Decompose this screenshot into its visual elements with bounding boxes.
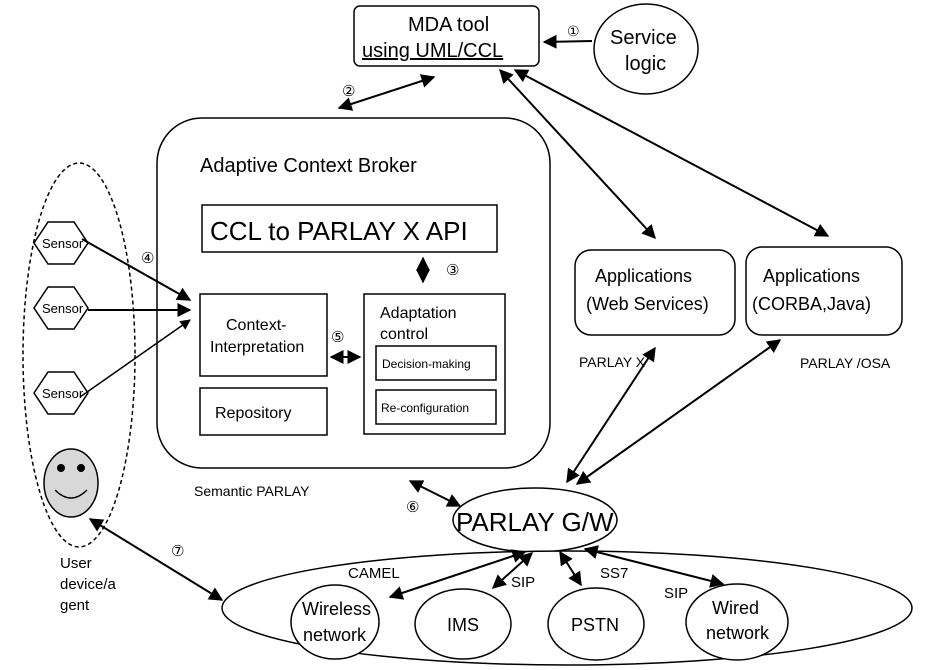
step-2-label: ②: [342, 83, 355, 100]
ims-label: IMS: [447, 615, 479, 635]
service-logic-label-2: logic: [625, 53, 666, 75]
arrow-corba-to-gateway: [575, 339, 782, 485]
wireless-network-label-1: Wireless: [302, 599, 371, 619]
arrow-mda-to-broker: [337, 74, 436, 111]
pstn-ellipse: [547, 587, 645, 661]
wired-network-label-1: Wired: [712, 598, 759, 618]
repository-label: Repository: [215, 405, 291, 422]
adaptation-control-label-1: Adaptation: [380, 305, 457, 322]
applications-web-services-box: [574, 249, 736, 336]
wired-network-label-2: network: [706, 623, 770, 643]
ccl-api-box: [201, 204, 498, 253]
mda-tool-box: [353, 5, 540, 67]
sip-left-label: SIP: [511, 574, 535, 591]
adaptation-control-label-2: control: [380, 326, 428, 343]
parlay-osa-label: PARLAY /OSA: [800, 355, 891, 371]
applications-corba-label-2: (CORBA,Java): [752, 294, 871, 314]
arrow-broker-to-gateway: [408, 480, 462, 507]
sensor-label-2: Sensor: [42, 301, 84, 316]
arrow-sensor-1-to-interpretation: [81, 238, 192, 301]
user-device-label-2: device/a: [60, 576, 117, 593]
sensor-label-1: Sensor: [42, 236, 84, 251]
arrow-user-to-network: [88, 518, 224, 601]
service-logic-ellipse: [593, 3, 699, 95]
service-logic-label-1: Service: [610, 27, 677, 49]
re-configuration-box: [375, 389, 497, 425]
step-3-label: ③: [446, 262, 459, 279]
applications-corba-box: [745, 246, 903, 336]
applications-corba-label-1: Applications: [763, 266, 860, 286]
step-6-label: ⑥: [406, 499, 419, 516]
arrow-gateway-to-ims: [491, 552, 534, 589]
sensor-hexagon-1: [33, 221, 89, 265]
parlay-gateway-label: PARLAY G/W: [456, 507, 614, 537]
arrow-mda-to-corba: [513, 69, 830, 237]
mda-tool-label-2: using UML/CCL: [362, 40, 503, 62]
re-configuration-label: Re-configuration: [381, 401, 469, 415]
mda-tool-label-1: MDA tool: [408, 14, 489, 36]
wireless-network-ellipse: [290, 584, 380, 660]
applications-web-services-label-2: (Web Services): [586, 294, 709, 314]
step-5-label: ⑤: [331, 329, 344, 346]
repository-box: [199, 387, 328, 436]
ccl-api-label: CCL to PARLAY X API: [210, 216, 468, 246]
user-device-label-3: gent: [60, 597, 90, 614]
sensor-label-3: Sensor: [42, 386, 84, 401]
sensor-hexagon-2: [33, 286, 89, 330]
sensor-hexagon-3: [33, 371, 89, 415]
context-interpretation-box: [199, 293, 328, 377]
applications-web-services-label-1: Applications: [595, 266, 692, 286]
wired-network-ellipse: [685, 583, 789, 661]
pstn-label: PSTN: [571, 615, 619, 635]
arrow-service-to-mda: [542, 34, 593, 49]
decision-making-box: [375, 345, 497, 381]
ss7-label: SS7: [600, 565, 628, 582]
context-interpretation-label-2: Interpretation: [210, 339, 304, 356]
decision-making-label: Decision-making: [382, 357, 471, 371]
user-device-label-1: User: [60, 555, 92, 572]
step-4-label: ④: [141, 250, 154, 267]
broker-title: Adaptive Context Broker: [200, 155, 417, 177]
user-face-icon: [43, 448, 99, 518]
step-7-label: ⑦: [171, 543, 184, 560]
arrow-sensor-3-to-interpretation: [79, 319, 191, 398]
context-interpretation-label-1: Context-: [226, 317, 286, 334]
camel-label: CAMEL: [348, 565, 400, 582]
sip-right-label: SIP: [664, 585, 688, 602]
parlay-x-label: PARLAY X: [579, 354, 646, 370]
semantic-parlay-label: Semantic PARLAY: [194, 483, 310, 499]
wireless-network-label-2: network: [303, 625, 367, 645]
arrow-gateway-to-wired: [583, 545, 725, 588]
user-device-group: [22, 162, 136, 548]
arrow-gateway-to-pstn: [559, 550, 582, 587]
step-1-label: ①: [567, 23, 580, 39]
